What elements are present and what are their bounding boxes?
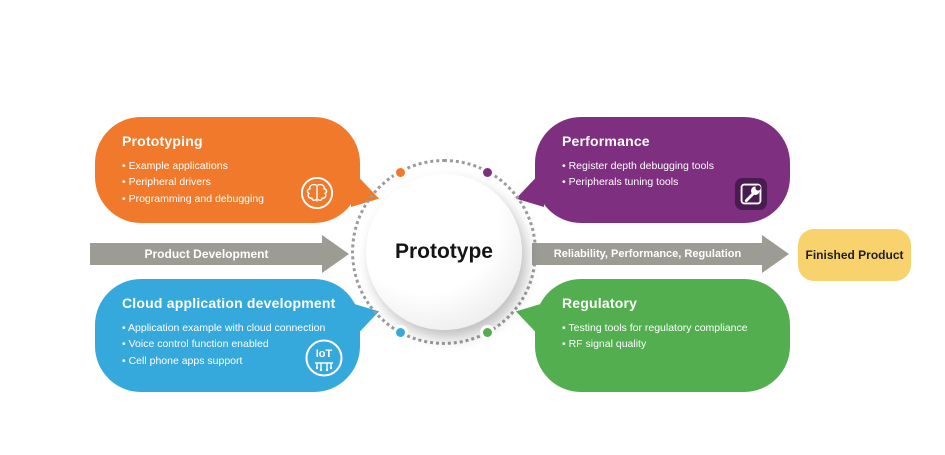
reliability-arrow: Reliability, Performance, Regulation <box>532 243 763 265</box>
dotted-ring <box>351 159 537 345</box>
bullet-item: Testing tools for regulatory compliance <box>562 320 776 336</box>
prototype-label: Prototype <box>394 240 493 263</box>
left-arrowhead-icon <box>322 235 349 273</box>
bubble-performance: Performance Register depth debugging too… <box>516 117 790 223</box>
bubble-tail <box>516 303 544 341</box>
bubble-list: Example applications Peripheral drivers … <box>122 158 346 207</box>
bubble-list: Register depth debugging tools Periphera… <box>562 158 776 191</box>
bullet-item: RF signal quality <box>562 336 776 352</box>
ring-dot-prototyping <box>393 165 408 180</box>
bubble-title: Regulatory <box>562 295 638 311</box>
finished-product-box: Finished Product <box>798 229 911 281</box>
svg-text:IoT: IoT <box>316 348 333 360</box>
prototype-circle: Prototype <box>366 174 522 330</box>
bubble-list: Testing tools for regulatory compliance … <box>562 320 776 353</box>
bubble-regulatory: Regulatory Testing tools for regulatory … <box>516 279 790 392</box>
bullet-item: Peripheral drivers <box>122 174 346 190</box>
bullet-item: Register depth debugging tools <box>562 158 776 174</box>
bubble-title: Cloud application development <box>122 295 336 311</box>
bullet-item: Application example with cloud connectio… <box>122 320 346 336</box>
finished-product-label: Finished Product <box>805 248 904 262</box>
iot-icon: IoT <box>304 338 344 378</box>
right-arrow-label: Reliability, Performance, Regulation <box>553 248 742 260</box>
bullet-item: Peripherals tuning tools <box>562 174 776 190</box>
bubble-list: Application example with cloud connectio… <box>122 320 346 369</box>
bullet-item: Programming and debugging <box>122 191 346 207</box>
ring-dot-cloud <box>393 325 408 340</box>
ring-dot-regulatory <box>480 325 495 340</box>
bubble-title: Prototyping <box>122 133 203 149</box>
bubble-prototyping: Prototyping Example applications Periphe… <box>95 117 379 223</box>
bullet-item: Example applications <box>122 158 346 174</box>
wrench-chip-icon <box>734 177 768 211</box>
bullet-item: Voice control function enabled <box>122 336 346 352</box>
brain-chip-icon <box>300 176 334 210</box>
left-arrow-label: Product Development <box>144 247 269 261</box>
right-arrowhead-icon <box>762 235 789 273</box>
bubble-title: Performance <box>562 133 650 149</box>
product-development-arrow: Product Development <box>90 243 323 265</box>
bullet-item: Cell phone apps support <box>122 353 346 369</box>
bubble-cloud-application: Cloud application development Applicatio… <box>95 279 379 392</box>
ring-dot-performance <box>480 165 495 180</box>
